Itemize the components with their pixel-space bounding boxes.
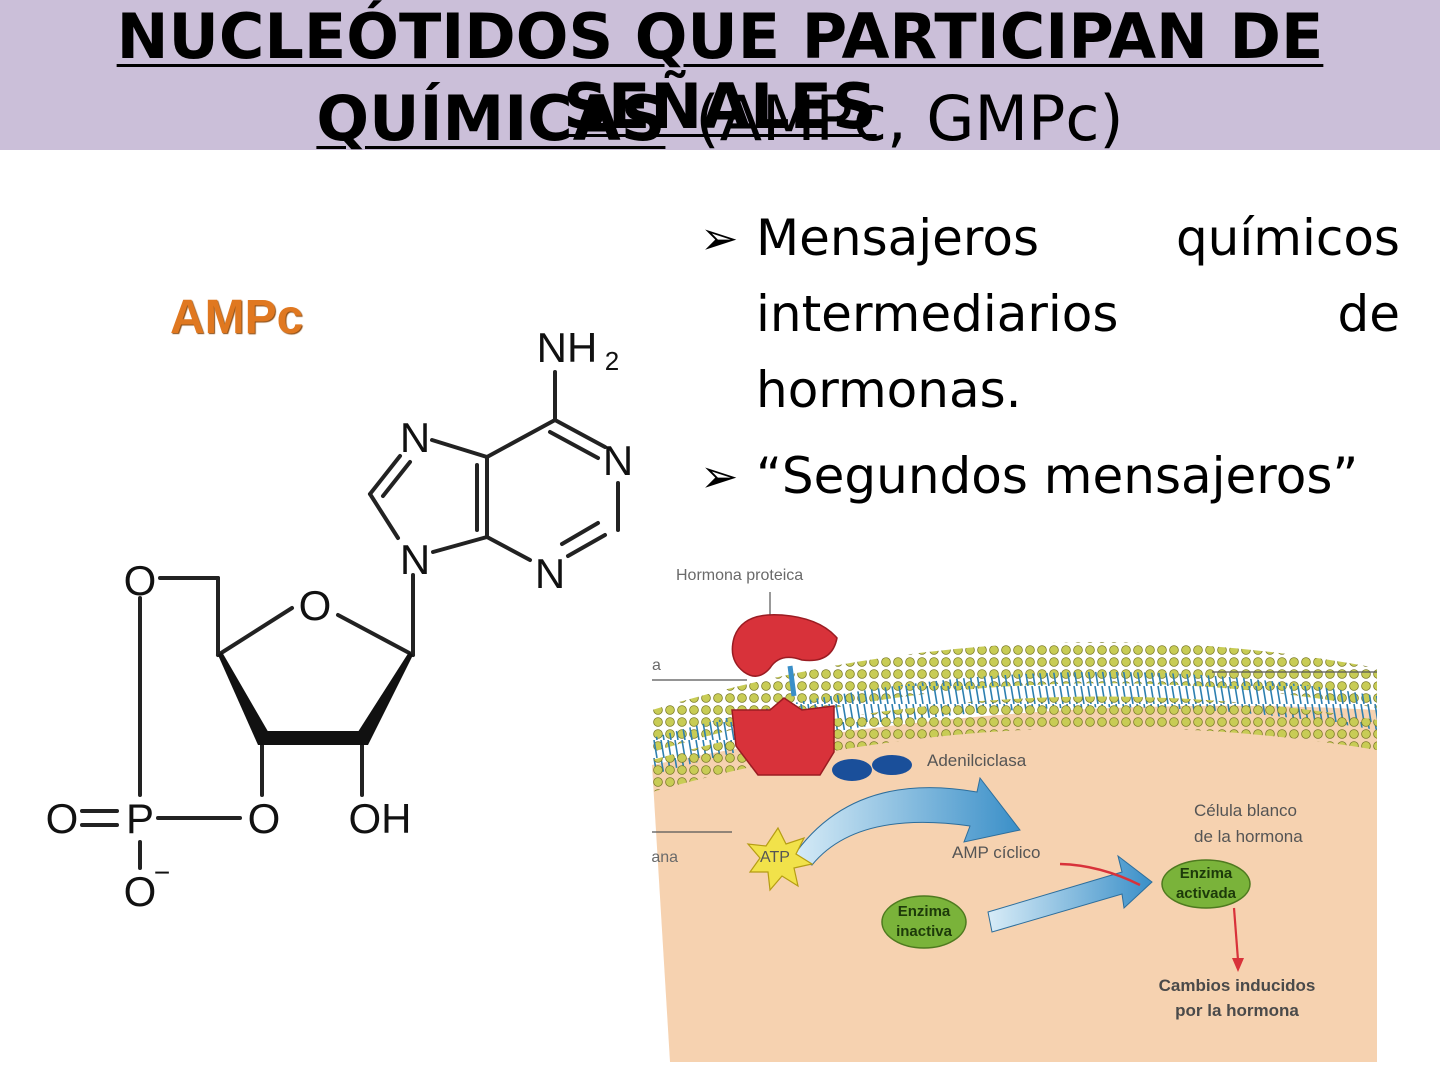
atom-label: N [400, 414, 430, 461]
wedge-bond [218, 652, 270, 745]
atom-label: O [124, 868, 157, 915]
conversion-arrow [791, 776, 1021, 866]
activation-pointer [1059, 862, 1141, 887]
bullet-item-2: ➢ “Segundos mensajeros” [700, 438, 1400, 514]
bond [485, 535, 532, 562]
label-edge-top: a [652, 657, 661, 674]
label-changes-1: Cambios inducidos [1159, 976, 1316, 995]
label-inactive-enzyme-2: inactiva [896, 923, 953, 940]
bullet-1-line-3: hormonas. [756, 352, 1400, 428]
atom-label: N [400, 536, 430, 583]
signaling-diagram: Hormona proteica a rana Adenilciclasa Cé… [652, 560, 1382, 1070]
arrow-bullet-icon: ➢ [700, 449, 739, 503]
slide-title-line-2: QUÍMICAS (AMPc, GMPc) [0, 84, 1440, 154]
label-active-enzyme-1: Enzima [1180, 865, 1233, 882]
molecule-title: AMPc [170, 291, 304, 344]
bond [216, 606, 294, 657]
result-arrow-head [1232, 958, 1244, 972]
result-arrow [1232, 907, 1240, 961]
label-target-cell-2: de la hormona [1194, 827, 1303, 846]
bullet-1-word: químicos [1175, 209, 1400, 267]
bullet-1-word: de [1337, 285, 1401, 343]
membrane-tails [652, 671, 1377, 775]
arrow-bullet-icon: ➢ [700, 211, 739, 265]
adenylate-cyclase [872, 755, 912, 775]
bond [368, 492, 400, 540]
bond [485, 418, 557, 459]
receptor-protein [731, 697, 835, 776]
atom-label: OH [349, 795, 412, 842]
label-inactive-enzyme-1: Enzima [898, 903, 951, 920]
label-changes-2: por la hormona [1175, 1001, 1299, 1020]
inactive-enzyme [881, 895, 967, 949]
label-active-enzyme-2: activada [1176, 885, 1237, 902]
binding-arrow [787, 665, 797, 697]
activation-arrow [987, 854, 1153, 933]
bond [431, 535, 489, 554]
slide-title-line-1: NUCLEÓTIDOS QUE PARTICIPAN DE SEÑALES [116, 0, 1324, 143]
bond [381, 460, 412, 498]
atom-label: O [299, 582, 332, 629]
bullet-1-line-1: Mensajeros químicos [756, 200, 1400, 276]
atom-subscript: 2 [605, 346, 619, 376]
bullet-item-1: ➢ Mensajeros químicos intermediarios de … [700, 200, 1400, 428]
bullet-1-word: intermediarios [756, 285, 1119, 343]
charge-label: − [154, 857, 170, 888]
atom-label: N [603, 437, 633, 484]
camp-structure: NH 2 N N N N O O O P O OH O − [46, 324, 634, 915]
bullet-1-word: Mensajeros [756, 209, 1040, 267]
atp-star-icon [746, 826, 814, 892]
bullet-1-line-2: intermediarios de [756, 276, 1400, 352]
atom-label: P [126, 795, 154, 842]
bullet-2-text: “Segundos mensajeros” [756, 447, 1359, 505]
membrane-outer-layer [652, 642, 1377, 752]
bond [553, 418, 607, 449]
bullet-list: ➢ Mensajeros químicos intermediarios de … [700, 200, 1400, 514]
atom-label: O [124, 557, 157, 604]
bond [566, 533, 607, 558]
atom-label: N [535, 550, 565, 597]
title-parenthetical: (AMPc, GMPc) [695, 82, 1124, 155]
label-edge-bottom: rana [652, 849, 678, 866]
bond [548, 430, 600, 460]
wedge-bond [356, 652, 413, 745]
cytoplasm-region [652, 705, 1377, 1062]
bond [560, 521, 600, 546]
wedge-bonds [218, 652, 413, 745]
bond [336, 613, 415, 657]
bond [430, 438, 489, 459]
title-keyword: QUÍMICAS [316, 82, 666, 155]
atom-label: NH [537, 324, 598, 371]
atom-label: O [46, 795, 79, 842]
label-atp: ATP [760, 849, 790, 866]
bullet-1-word: hormonas. [756, 361, 1022, 419]
atom-label: O [248, 795, 281, 842]
wedge-bond [258, 731, 368, 745]
label-camp: AMP cíclico [952, 843, 1041, 862]
label-adenylate-cyclase: Adenilciclasa [927, 751, 1027, 770]
adenylate-cyclase [832, 759, 872, 781]
title-band [0, 0, 1440, 150]
label-hormone: Hormona proteica [676, 567, 803, 584]
label-target-cell-1: Célula blanco [1194, 801, 1297, 820]
hormone-protein [731, 613, 838, 677]
active-enzyme [1161, 859, 1251, 909]
bond [368, 454, 402, 496]
